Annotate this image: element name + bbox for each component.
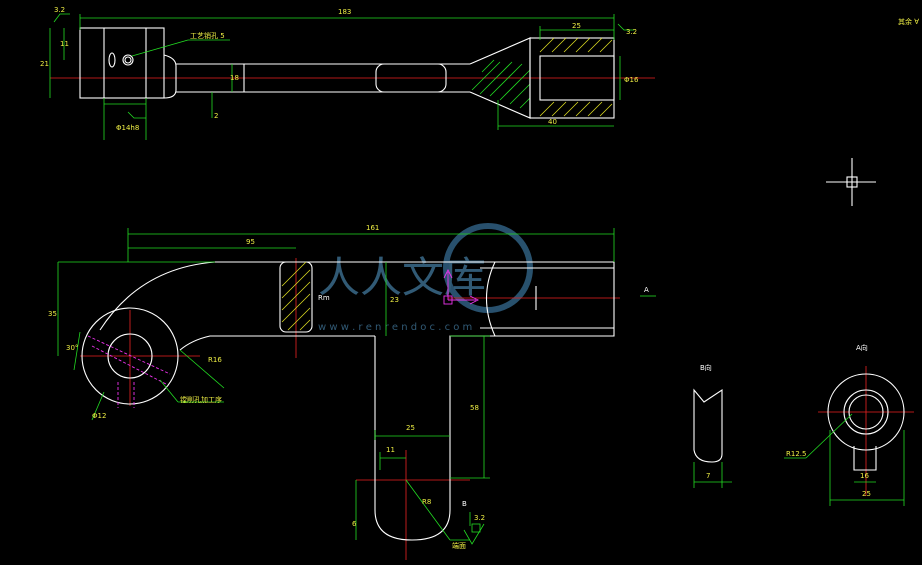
socket-curve <box>486 261 496 337</box>
head-block <box>79 27 165 99</box>
watermark: 人人文库 w w w . r e n r e n d o c . c o m <box>318 223 533 333</box>
a-view-outer-circle <box>827 373 905 451</box>
b-view: B向 7 <box>693 363 732 488</box>
roughness-c: 3.2 <box>474 514 485 522</box>
pin-slot <box>108 52 116 68</box>
neck-curve <box>163 54 177 99</box>
corner-note: 其余 ∀ <box>898 17 919 26</box>
a-view-dim-radius: R12.5 <box>786 450 806 458</box>
bore-magenta-lines <box>87 335 171 408</box>
note-end: 端面 <box>452 541 466 550</box>
ucs-axis-icon <box>443 268 480 305</box>
note-pin-hole: 工艺销孔 5 <box>190 31 225 40</box>
a-view-dim-outer: 25 <box>862 490 871 498</box>
crosshair-cursor-icon[interactable] <box>826 158 876 206</box>
a-view-dimensions <box>784 413 905 506</box>
dim-stem-radius: R8 <box>422 498 431 506</box>
label-a: A <box>644 286 649 294</box>
dim-overall-length: 183 <box>338 8 351 16</box>
a-view-dim-inner: 16 <box>860 472 869 480</box>
b-view-title: B向 <box>700 363 712 372</box>
stem-end <box>374 509 451 541</box>
watermark-url: w w w . r e n r e n d o c . c o m <box>318 322 472 333</box>
body-upper-outline <box>215 261 615 370</box>
a-view-inner-circle <box>848 394 884 430</box>
a-view: A向 R12.5 16 25 <box>784 343 914 506</box>
dim-bore: Φ12 <box>92 412 106 420</box>
dim-window-height: 23 <box>390 296 399 304</box>
dim-head-width: Φ14h8 <box>116 124 139 132</box>
tip-bore <box>539 55 615 101</box>
dim-tip-bore: Φ16 <box>624 76 639 84</box>
dim-shank: 18 <box>230 74 239 82</box>
front-dimensions <box>57 228 656 545</box>
roughness-a: 3.2 <box>54 6 65 14</box>
dim-stem-length: 58 <box>470 404 479 412</box>
a-view-tab <box>853 446 877 471</box>
watermark-characters: 人人文库 <box>318 253 486 302</box>
dim-small-front: 6 <box>352 520 357 528</box>
dim-head-height: 21 <box>40 60 49 68</box>
hook-outer-arc <box>99 261 216 331</box>
hook-boss <box>81 307 179 405</box>
cone-hatch <box>471 59 531 109</box>
b-view-profile <box>693 388 723 463</box>
tip-hatch <box>539 37 613 117</box>
b-view-dim-width: 7 <box>706 472 710 480</box>
window-slot <box>279 261 313 333</box>
shank-flat <box>375 63 447 93</box>
a-view-mid-circle <box>843 389 889 435</box>
body-lower-outline <box>179 335 375 351</box>
dim-tip-outer: 40 <box>548 118 557 126</box>
a-view-title: A向 <box>856 343 868 352</box>
top-dimensions <box>49 13 634 140</box>
front-view: 161 95 23 35 58 25 11 R8 R16 30° Φ12 镗削孔… <box>48 224 656 560</box>
dim-stem-width: 25 <box>406 424 415 432</box>
window-hatch <box>281 261 311 331</box>
note-bore: 镗削孔加工序 <box>180 395 222 404</box>
dim-head-top: 11 <box>60 40 69 48</box>
roughness-b: 3.2 <box>626 28 637 36</box>
label-n: Rm <box>318 294 330 302</box>
top-view: 183 25 Φ16 40 18 21 11 Φ14h8 2 工艺销孔 5 3.… <box>40 6 655 140</box>
dim-tip-length: 25 <box>572 22 581 30</box>
pin-hole <box>122 54 134 66</box>
b-view-dimensions <box>693 462 732 488</box>
dim-total-length: 161 <box>366 224 379 232</box>
dim-angle: 30° <box>66 344 78 352</box>
dim-height-left: 35 <box>48 310 57 318</box>
dim-arc-radius: R16 <box>208 356 222 364</box>
dim-small: 2 <box>214 112 218 120</box>
dim-stem-inner: 11 <box>386 446 395 454</box>
hook-bore <box>107 333 153 379</box>
pin-hole-inner <box>124 56 132 64</box>
dim-to-window: 95 <box>246 238 255 246</box>
label-b: B <box>462 500 467 508</box>
